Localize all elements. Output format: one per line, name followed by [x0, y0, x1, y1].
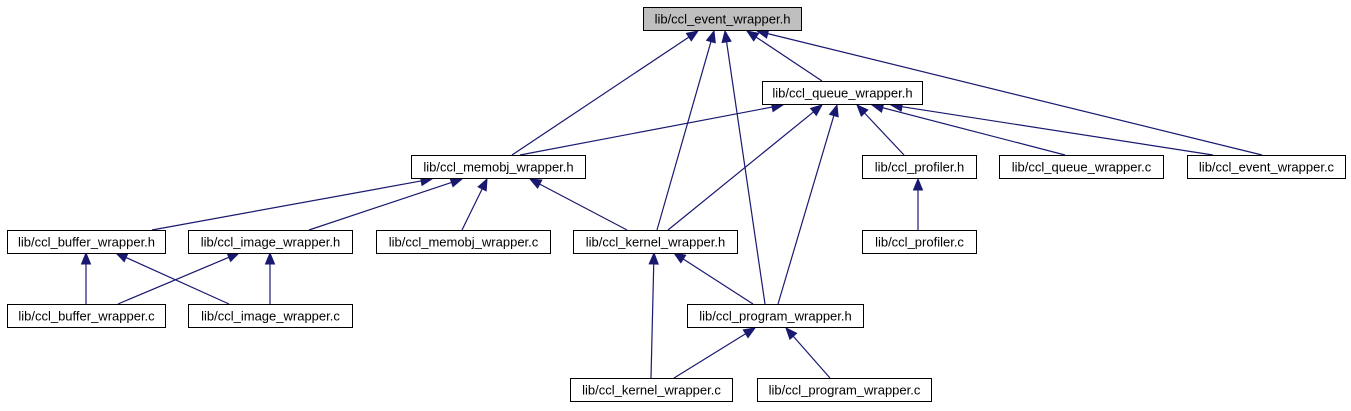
node-profiler-c[interactable]: lib/ccl_profiler.c [862, 230, 977, 254]
node-kernel-h[interactable]: lib/ccl_kernel_wrapper.h [573, 230, 738, 254]
node-buffer-h[interactable]: lib/ccl_buffer_wrapper.h [7, 230, 166, 254]
edge-event_c-to-event_h [755, 28, 1263, 156]
node-box [643, 7, 802, 31]
node-box[interactable] [573, 230, 738, 254]
edge-kernel_h-to-event_h [656, 29, 716, 231]
edge-memobj_h-to-event_h [511, 30, 700, 156]
node-image-c[interactable]: lib/ccl_image_wrapper.c [188, 304, 353, 328]
node-box[interactable] [999, 155, 1164, 179]
node-event-h: lib/ccl_event_wrapper.h [643, 7, 802, 31]
edge-arrowhead [449, 177, 464, 188]
edge-arrowhead [809, 104, 824, 117]
node-profiler-h[interactable]: lib/ccl_profiler.h [862, 155, 977, 179]
edge-arrowhead [912, 177, 924, 191]
edge-queue_h-to-event_h [745, 30, 823, 82]
edge-arrowhead [721, 29, 732, 44]
node-box[interactable] [687, 304, 864, 328]
edge-line [650, 263, 655, 379]
edge-buffer_c-to-image_h [117, 252, 241, 305]
edge-program_h-to-kernel_h [672, 252, 754, 305]
node-kernel-c[interactable]: lib/ccl_kernel_wrapper.c [570, 378, 733, 402]
edge-kernel_h-to-memobj_h [528, 178, 628, 231]
edge-image_c-to-image_h [264, 251, 276, 304]
edge-line [151, 180, 422, 231]
node-queue-c[interactable]: lib/ccl_queue_wrapper.c [999, 155, 1164, 179]
edge-event_c-to-queue_h [889, 101, 1214, 156]
edge-memobj_c-to-memobj_h [461, 177, 488, 231]
edge-profiler_c-to-profiler_h [912, 177, 924, 230]
edge-arrowhead [114, 252, 129, 263]
edge-arrowhead [705, 29, 716, 44]
edge-arrowhead [742, 327, 757, 339]
edge-arrowhead [856, 104, 869, 117]
node-box[interactable] [862, 155, 977, 179]
edge-line [864, 112, 905, 156]
edge-program_c-to-program_h [785, 327, 831, 379]
edge-line [125, 256, 230, 305]
edge-line [308, 181, 452, 231]
edge-line [726, 41, 766, 305]
node-layer: lib/ccl_event_wrapper.h lib/ccl_queue_wra… [7, 7, 1346, 402]
edge-buffer_c-to-buffer_h [80, 251, 92, 304]
edge-arrowhead [477, 177, 488, 192]
edge-arrowhead [528, 178, 543, 189]
edge-arrowhead [785, 327, 798, 341]
edge-line [461, 188, 483, 231]
edge-line [117, 256, 230, 305]
edge-line [511, 36, 690, 156]
edge-kernel_c-to-kernel_h [648, 251, 659, 379]
edge-kernel_h-to-queue_h [667, 104, 824, 231]
edge-arrowhead [80, 251, 92, 265]
edge-line [656, 41, 712, 231]
edge-line [901, 106, 1214, 156]
edge-arrowhead [745, 30, 760, 42]
edge-line [792, 335, 831, 379]
edge-kernel_c-to-program_h [673, 327, 757, 379]
node-box[interactable] [188, 304, 353, 328]
edge-layer [80, 28, 1263, 379]
node-program-c[interactable]: lib/ccl_program_wrapper.c [757, 378, 932, 402]
edge-profiler_h-to-queue_h [856, 104, 905, 156]
node-box[interactable] [762, 81, 923, 105]
node-program-h[interactable]: lib/ccl_program_wrapper.h [687, 304, 864, 328]
edge-memobj_h-to-queue_h [519, 101, 785, 156]
edge-line [519, 106, 773, 156]
node-memobj-c[interactable]: lib/ccl_memobj_wrapper.c [376, 230, 551, 254]
edge-arrowhead [226, 252, 241, 263]
node-box[interactable] [862, 230, 977, 254]
edge-arrowhead [648, 251, 659, 265]
edge-arrowhead [685, 30, 700, 42]
edge-line [882, 107, 1066, 156]
node-box[interactable] [757, 378, 932, 402]
node-box[interactable] [1187, 155, 1346, 179]
node-box[interactable] [376, 230, 551, 254]
edge-program_h-to-event_h [721, 29, 766, 305]
node-queue-h[interactable]: lib/ccl_queue_wrapper.h [762, 81, 923, 105]
edge-program_h-to-queue_h [777, 103, 839, 305]
edge-line [682, 258, 754, 305]
node-event-c[interactable]: lib/ccl_event_wrapper.c [1187, 155, 1346, 179]
edge-arrowhead [672, 252, 687, 264]
node-box[interactable] [7, 304, 166, 328]
node-box[interactable] [411, 155, 586, 179]
edge-line [539, 183, 628, 231]
edge-image_h-to-memobj_h [308, 177, 464, 231]
edge-arrowhead [828, 103, 839, 118]
node-box[interactable] [570, 378, 733, 402]
node-image-h[interactable]: lib/ccl_image_wrapper.h [188, 230, 353, 254]
node-box[interactable] [7, 230, 166, 254]
edge-line [755, 36, 823, 82]
node-memobj-h[interactable]: lib/ccl_memobj_wrapper.h [411, 155, 586, 179]
node-box[interactable] [188, 230, 353, 254]
edge-line [767, 33, 1263, 156]
edge-line [777, 115, 835, 305]
edge-image_c-to-buffer_h [114, 252, 230, 305]
node-buffer-c[interactable]: lib/ccl_buffer_wrapper.c [7, 304, 166, 328]
edge-line [673, 333, 746, 379]
edge-arrowhead [264, 251, 276, 265]
edge-line [667, 111, 814, 231]
